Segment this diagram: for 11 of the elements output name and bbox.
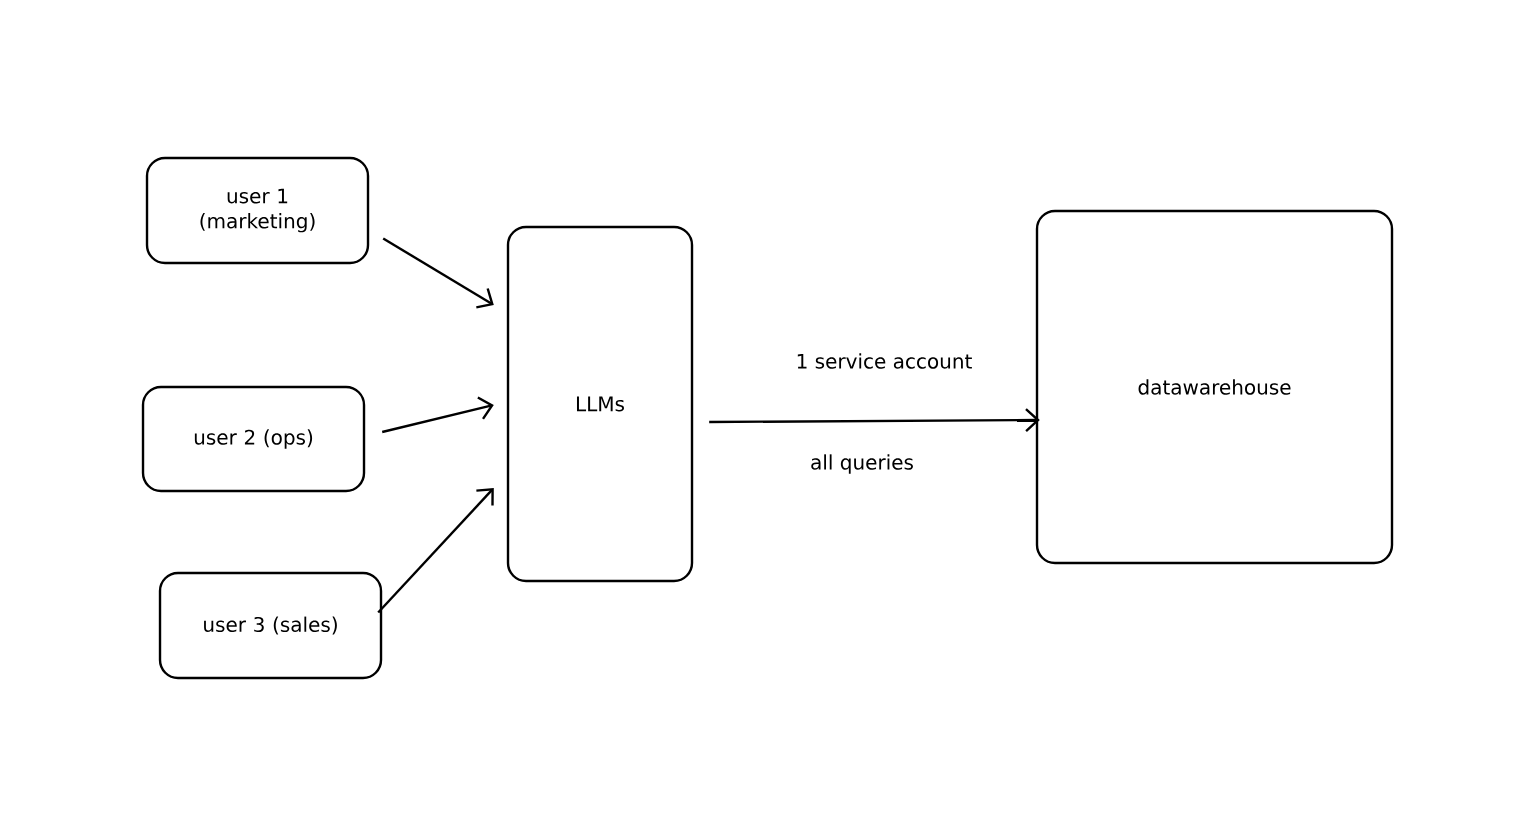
edge-label: 1 service account [793, 351, 975, 371]
arrow [377, 488, 494, 614]
arrow [709, 408, 1040, 432]
label: all queries [811, 454, 913, 474]
arrow [381, 396, 494, 434]
process-box: user 2 (ops) [141, 385, 366, 493]
process-box: datawarehouse [1035, 209, 1394, 565]
process-box: user 1 (marketing) [145, 156, 370, 265]
arrow [382, 237, 494, 309]
process-box: LLMs [506, 225, 694, 583]
process-box: user 3 (sales) [158, 571, 383, 680]
